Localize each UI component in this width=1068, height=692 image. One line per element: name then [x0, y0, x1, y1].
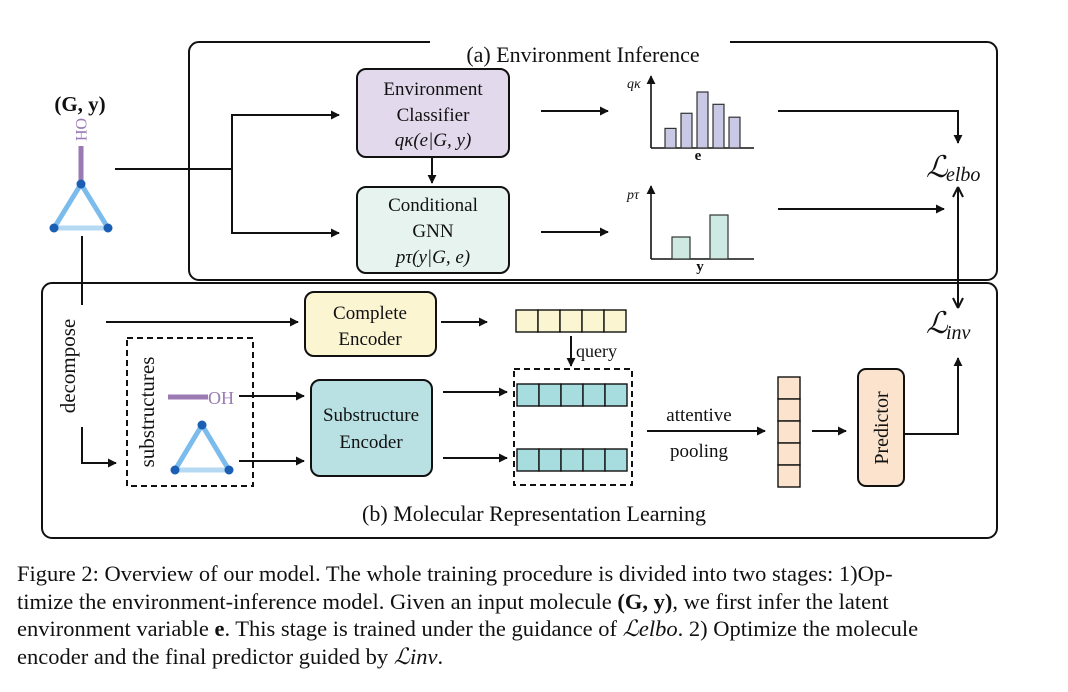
loss-elbo-symbol: ℒ	[926, 151, 949, 184]
pooled-cell-2	[777, 398, 801, 422]
oh-emb-cell-3	[560, 383, 584, 407]
query-cell-2	[537, 309, 561, 333]
molecular-representation-panel	[41, 282, 998, 539]
panel-b-title: (b) Molecular Representation Learning	[362, 501, 706, 526]
query-cell-4	[581, 309, 605, 333]
cond-gnn-line2: GNN	[412, 221, 453, 242]
figure-caption: Figure 2: Overview of our model. The who…	[17, 560, 1057, 670]
complete-encoder-box	[304, 291, 437, 357]
loss-inv: ℒ inv	[926, 307, 971, 344]
cond-gnn-formula: pτ(y|G, e)	[394, 247, 470, 268]
q-bar-1	[664, 127, 677, 149]
loss-elbo: ℒ elbo	[926, 151, 980, 186]
loss-elbo-subscript: elbo	[946, 164, 980, 186]
q-distribution-chart: qκ e	[627, 75, 754, 164]
conditional-gnn-box	[356, 186, 510, 274]
ring-emb-cell-2	[538, 448, 562, 472]
query-label: query	[576, 341, 617, 361]
ring-emb-cell-5	[604, 448, 628, 472]
caption-line-2: timize the environment-inference model. …	[17, 588, 889, 614]
pooling-label: pooling	[670, 441, 729, 462]
loss-inv-subscript: inv	[946, 322, 971, 344]
attentive-label: attentive	[666, 405, 731, 426]
substructure-encoder-line2: Encoder	[339, 432, 403, 453]
pooled-vector	[777, 376, 801, 488]
substructure-encoder-line1: Substructure	[323, 405, 419, 426]
complete-encoder-line1: Complete	[333, 303, 407, 324]
substructure-embeddings-box	[513, 368, 633, 486]
substructure-encoder-box	[310, 379, 433, 477]
env-classifier-line1: Environment	[383, 79, 483, 100]
environment-classifier-box	[356, 68, 510, 158]
pooled-cell-4	[777, 442, 801, 466]
model-overview-diagram: (a) Environment Inference (b) Molecular …	[41, 40, 998, 539]
ring-fragment	[170, 420, 234, 475]
p-bar-3	[709, 214, 729, 260]
panel-a-title: (a) Environment Inference	[466, 42, 699, 67]
p-chart-ylabel: pτ	[626, 188, 640, 203]
query-cell-5	[603, 309, 627, 333]
query-vector	[515, 309, 627, 333]
substructures-label: substructures	[135, 357, 159, 468]
p-distribution-chart: pτ y	[626, 185, 754, 275]
ring-embedding-vector	[516, 448, 628, 472]
ring-emb-cell-3	[560, 448, 584, 472]
oh-embedding-vector	[516, 383, 628, 407]
env-classifier-line2: Classifier	[397, 105, 470, 126]
oh-fragment-label: OH	[208, 388, 234, 408]
input-molecule-ring	[49, 179, 113, 233]
p-chart-xlabel: y	[696, 259, 704, 275]
caption-line-4: encoder and the final predictor guided b…	[17, 643, 444, 669]
q-chart-ylabel: qκ	[627, 77, 641, 92]
caption-line-1: Figure 2: Overview of our model. The who…	[17, 561, 893, 586]
oh-emb-cell-1	[516, 383, 540, 407]
loss-inv-symbol: ℒ	[926, 307, 949, 340]
substructures-box	[126, 337, 254, 487]
q-chart-xlabel: e	[695, 148, 702, 164]
q-bar-2	[680, 112, 693, 149]
q-bar-5	[728, 116, 741, 149]
cond-gnn-line1: Conditional	[388, 195, 478, 216]
query-cell-3	[559, 309, 583, 333]
q-bar-3	[696, 91, 709, 149]
query-cell-1	[515, 309, 539, 333]
environment-inference-panel	[188, 41, 998, 281]
oh-emb-cell-4	[582, 383, 606, 407]
caption-line-3: environment variable e. This stage is tr…	[17, 616, 919, 641]
predictor-label: Predictor	[871, 391, 893, 465]
oh-emb-cell-2	[538, 383, 562, 407]
env-classifier-formula: qκ(e|G, y)	[395, 130, 472, 151]
p-bar-1	[671, 236, 691, 260]
q-bar-4	[712, 103, 725, 149]
ring-emb-cell-4	[582, 448, 606, 472]
oh-emb-cell-5	[604, 383, 628, 407]
decompose-label: decompose	[56, 319, 80, 413]
pooled-cell-1	[777, 376, 801, 400]
input-oh-label: OH	[72, 118, 89, 142]
pooled-cell-5	[777, 464, 801, 488]
input-label: (G, y)	[54, 92, 105, 116]
predictor-box	[857, 368, 905, 487]
ring-emb-cell-1	[516, 448, 540, 472]
pooled-cell-3	[777, 420, 801, 444]
connector-lines	[81, 106, 964, 468]
complete-encoder-line2: Encoder	[338, 329, 402, 350]
